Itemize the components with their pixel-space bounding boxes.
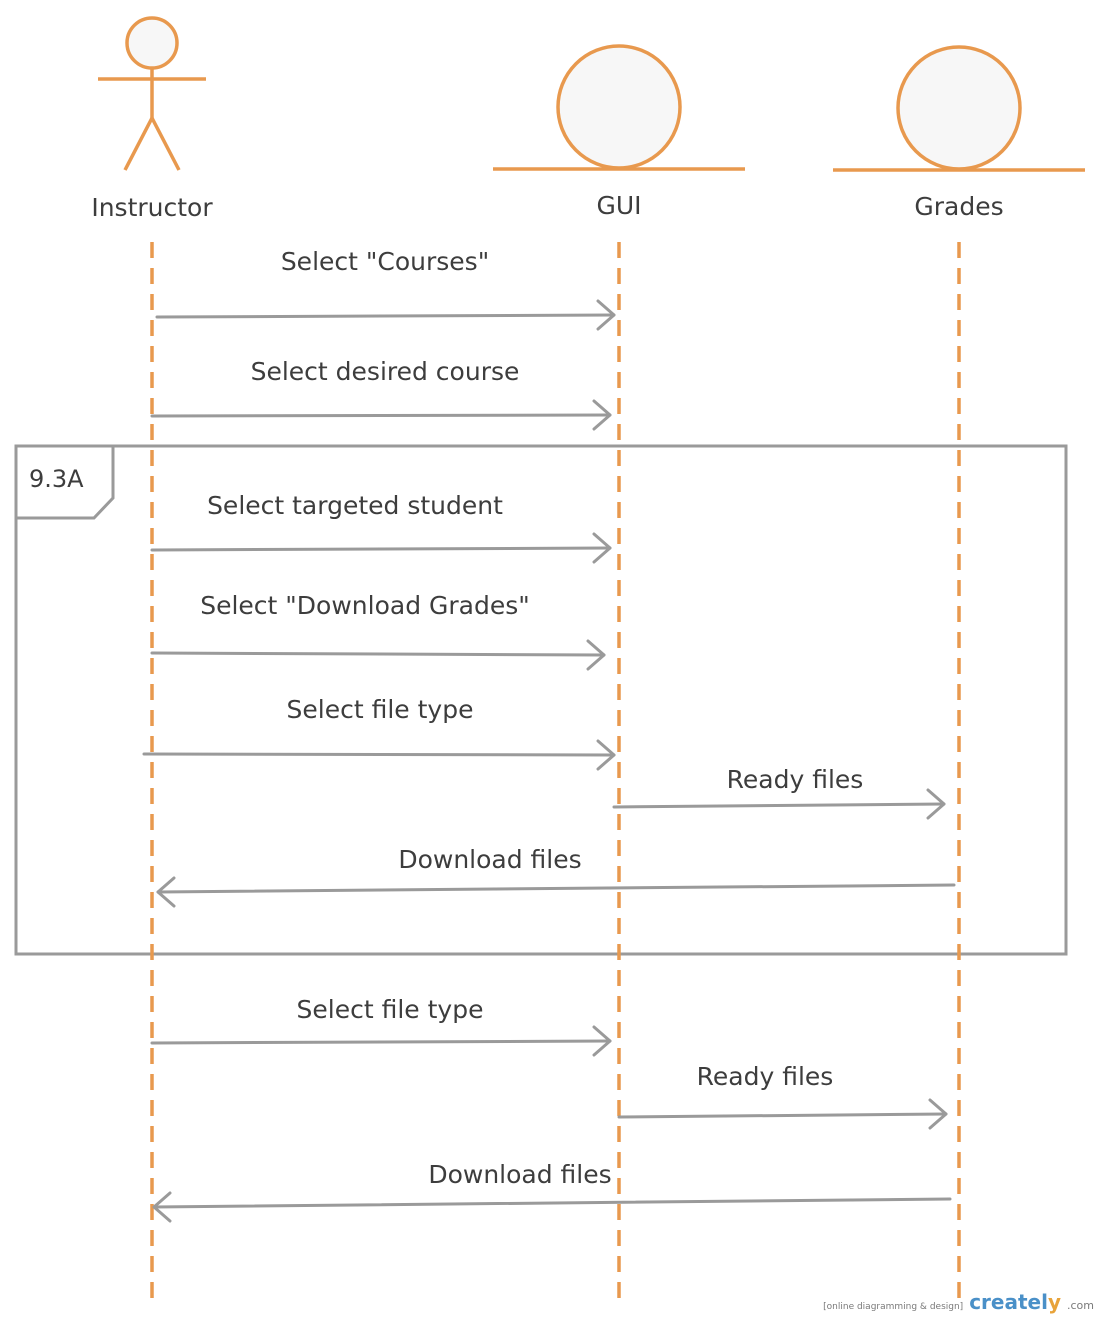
message-label: Select "Download Grades": [200, 591, 530, 620]
watermark-tagline: [online diagramming & design]: [823, 1302, 964, 1312]
message-label: Ready files: [696, 1062, 834, 1091]
participant-gui-label: GUI: [596, 191, 642, 220]
message-label: Download files: [398, 845, 582, 874]
participant-grades-label: Grades: [914, 192, 1004, 221]
arrow-select-courses: [155, 299, 616, 331]
arrow-select-file-type-1: [142, 739, 616, 771]
actor-instructor-icon: [98, 16, 206, 171]
fragment-frame: [14, 444, 1068, 956]
fragment-frame-label: 9.3A: [29, 465, 84, 493]
arrow-select-desired-course: [150, 399, 612, 431]
entity-grades-icon: [833, 45, 1085, 172]
entity-gui-icon: [493, 44, 745, 171]
message-label: Select desired course: [250, 357, 520, 386]
arrow-select-targeted-student: [150, 532, 612, 564]
lifelines: [150, 242, 961, 1308]
arrow-ready-files-1: [612, 788, 946, 820]
watermark-brand-y: y: [1047, 1290, 1061, 1314]
message-label: Select "Courses": [280, 247, 490, 276]
message-label: Select file type: [286, 695, 474, 724]
creately-watermark: [online diagramming & design] creately .…: [823, 1290, 1094, 1314]
arrow-download-files-1: [156, 876, 956, 908]
arrow-ready-files-2: [617, 1098, 948, 1130]
message-arrows: [142, 299, 956, 1223]
watermark-suffix: .com: [1067, 1299, 1094, 1312]
message-label: Select targeted student: [207, 491, 503, 520]
participant-instructor-label: Instructor: [91, 193, 213, 222]
message-label: Select file type: [296, 995, 484, 1024]
arrow-select-download-grades: [150, 639, 606, 671]
arrow-select-file-type-2: [150, 1025, 612, 1057]
message-label: Download files: [428, 1160, 612, 1189]
watermark-brand: creately: [969, 1290, 1061, 1314]
message-label: Ready files: [726, 765, 864, 794]
watermark-brand-main: createl: [969, 1290, 1048, 1314]
arrow-download-files-2: [152, 1191, 952, 1223]
